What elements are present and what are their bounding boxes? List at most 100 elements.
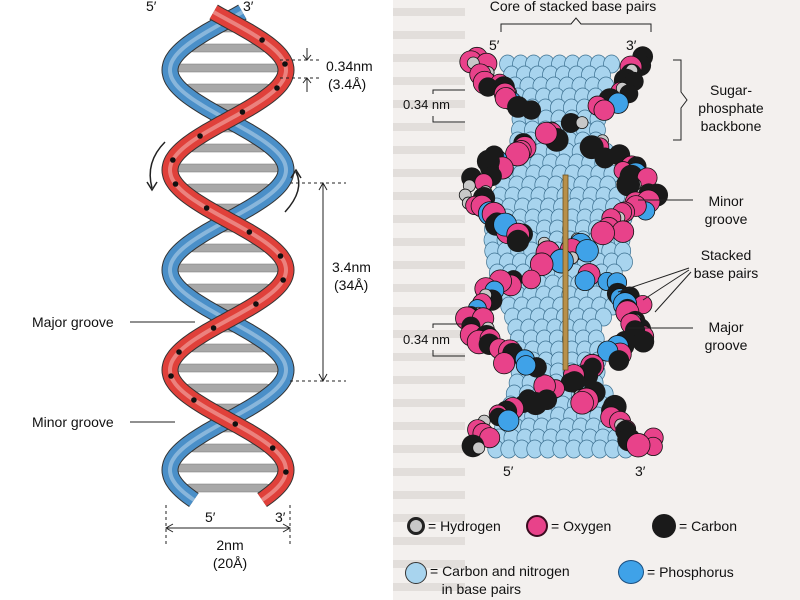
background-text-line <box>393 215 465 223</box>
rise-arrowhead-bottom <box>302 77 312 84</box>
base-rise-label: 0.34nm <box>326 58 373 74</box>
background-text-line <box>393 376 465 384</box>
backbone-atom-strand-1 <box>608 350 630 371</box>
base-pair-rung <box>175 363 281 373</box>
phosphate-dot <box>176 349 182 355</box>
rise-marker-top <box>432 89 465 123</box>
major-groove-label: Major groove <box>32 314 114 330</box>
base-pair-atom <box>616 252 633 272</box>
phosphate-dot <box>282 61 288 67</box>
rise-arrowhead-top <box>302 54 312 61</box>
core-base-pairs-label: Core of stacked base pairs <box>489 0 657 14</box>
model-minor-groove-label: Minor groove <box>704 193 748 227</box>
legend-hydrogen: = Hydrogen <box>407 517 501 535</box>
stacked-pairs-pointer-1 <box>617 267 690 293</box>
phosphate-dot <box>232 421 239 427</box>
background-text-line <box>393 491 465 499</box>
phosphate-dot <box>259 37 265 43</box>
pitch-arrowhead-bottom <box>318 373 328 383</box>
width-arrowhead-left <box>164 523 174 533</box>
backbone-atom-strand-1 <box>472 441 486 455</box>
rise-marker-bottom <box>432 323 465 357</box>
backbone-atom-strand-2 <box>493 352 516 375</box>
phosphate-dot <box>269 445 276 451</box>
legend-carbon-label: = Carbon <box>679 518 737 534</box>
helix-pitch-label: 3.4nm <box>332 259 371 275</box>
background-text-line <box>393 192 465 200</box>
core-bracket <box>500 17 652 32</box>
model-bottom-3prime-label: 3′ <box>635 463 646 479</box>
backbone-atom-strand-2 <box>529 252 554 277</box>
helix-width-angstrom-label: (20Å) <box>212 555 248 571</box>
rotation-arrow-right <box>284 171 300 213</box>
background-text-line <box>393 560 465 568</box>
double-helix-ribbon <box>130 4 346 545</box>
legend-oxygen: = Oxygen <box>526 515 611 537</box>
space-filling-dna-model <box>393 8 693 591</box>
stacked-pairs-pointer-3 <box>654 271 692 313</box>
backbone-atom-strand-2 <box>521 100 541 120</box>
backbone-atom-strand-1 <box>574 270 596 292</box>
backbone-atom-strand-2 <box>521 269 541 290</box>
rotation-arrowhead-right <box>290 168 302 179</box>
model-rise-top-label: 0.34 nm <box>403 97 450 112</box>
carbon-atom-icon <box>652 514 676 538</box>
backbone-atom-strand-1 <box>506 229 530 253</box>
backbone-atom-strand-1 <box>497 409 520 432</box>
background-text-line <box>393 445 465 453</box>
base-pair-rung <box>175 263 281 273</box>
width-arrowhead-right <box>282 523 292 533</box>
backbone-atom-strand-1 <box>593 99 615 121</box>
helix-axis-rod <box>562 174 569 371</box>
backbone-atom-strand-1 <box>632 330 655 353</box>
backbone-atom-strand-2 <box>478 77 498 97</box>
legend-phosphorus-label: = Phosphorus <box>647 564 734 580</box>
backbone-atom-strand-2 <box>611 220 635 243</box>
minor-groove-label: Minor groove <box>32 414 114 430</box>
backbone-atom-strand-1 <box>534 121 558 145</box>
legend-carbon-nitrogen-label: = Carbon and nitrogen in base pairs <box>430 563 570 597</box>
phosphate-dot <box>277 253 284 259</box>
bottom-3prime-label: 3′ <box>275 509 286 525</box>
rotation-arrowhead-left <box>146 181 158 192</box>
background-text-line <box>393 238 465 246</box>
backbone-atom-strand-1 <box>560 112 581 133</box>
helix-width-label: 2nm <box>216 537 244 553</box>
phosphate-dot <box>239 109 246 115</box>
backbone-bracket <box>673 59 688 141</box>
background-text-line <box>393 468 465 476</box>
background-text-line <box>393 54 465 62</box>
bottom-5prime-label: 5′ <box>205 509 216 525</box>
base-pair-rung <box>175 463 281 473</box>
stacked-pairs-pointer-2 <box>642 269 690 301</box>
model-bottom-5prime-label: 5′ <box>503 463 514 479</box>
background-text-line <box>393 330 465 338</box>
background-text-line <box>393 353 465 361</box>
hydrogen-atom-icon <box>407 517 425 535</box>
backbone-atom-strand-2 <box>575 239 599 263</box>
backbone-atom-strand-2 <box>616 172 641 197</box>
phosphate-dot <box>280 277 286 283</box>
backbone-atom-strand-1 <box>563 371 586 393</box>
phosphate-dot <box>170 157 176 163</box>
background-text-line <box>393 123 465 131</box>
phosphate-dot <box>283 469 289 475</box>
legend-oxygen-label: = Oxygen <box>551 518 612 534</box>
background-text-line <box>393 146 465 154</box>
background-text-line <box>393 537 465 545</box>
phosphate-dot <box>203 205 210 211</box>
legend-carbon: = Carbon <box>652 514 737 538</box>
model-rise-bottom-label: 0.34 nm <box>403 332 450 347</box>
model-top-3prime-label: 3′ <box>626 37 637 53</box>
background-text-line <box>393 77 465 85</box>
ribbon-diagram-panel: 5′ 3′ 0.34nm (3.4Å) 3.4nm (34Å) Major gr… <box>0 0 393 600</box>
phosphate-dot <box>172 181 179 187</box>
oxygen-atom-icon <box>526 515 548 537</box>
background-text-line <box>393 422 465 430</box>
background-text-line <box>393 261 465 269</box>
helix-pitch-angstrom-label: (34Å) <box>334 277 369 293</box>
phosphate-dot <box>274 85 280 91</box>
background-text-line <box>393 583 465 591</box>
base-pair-rung <box>184 283 272 293</box>
base-pair-rung <box>184 83 272 93</box>
